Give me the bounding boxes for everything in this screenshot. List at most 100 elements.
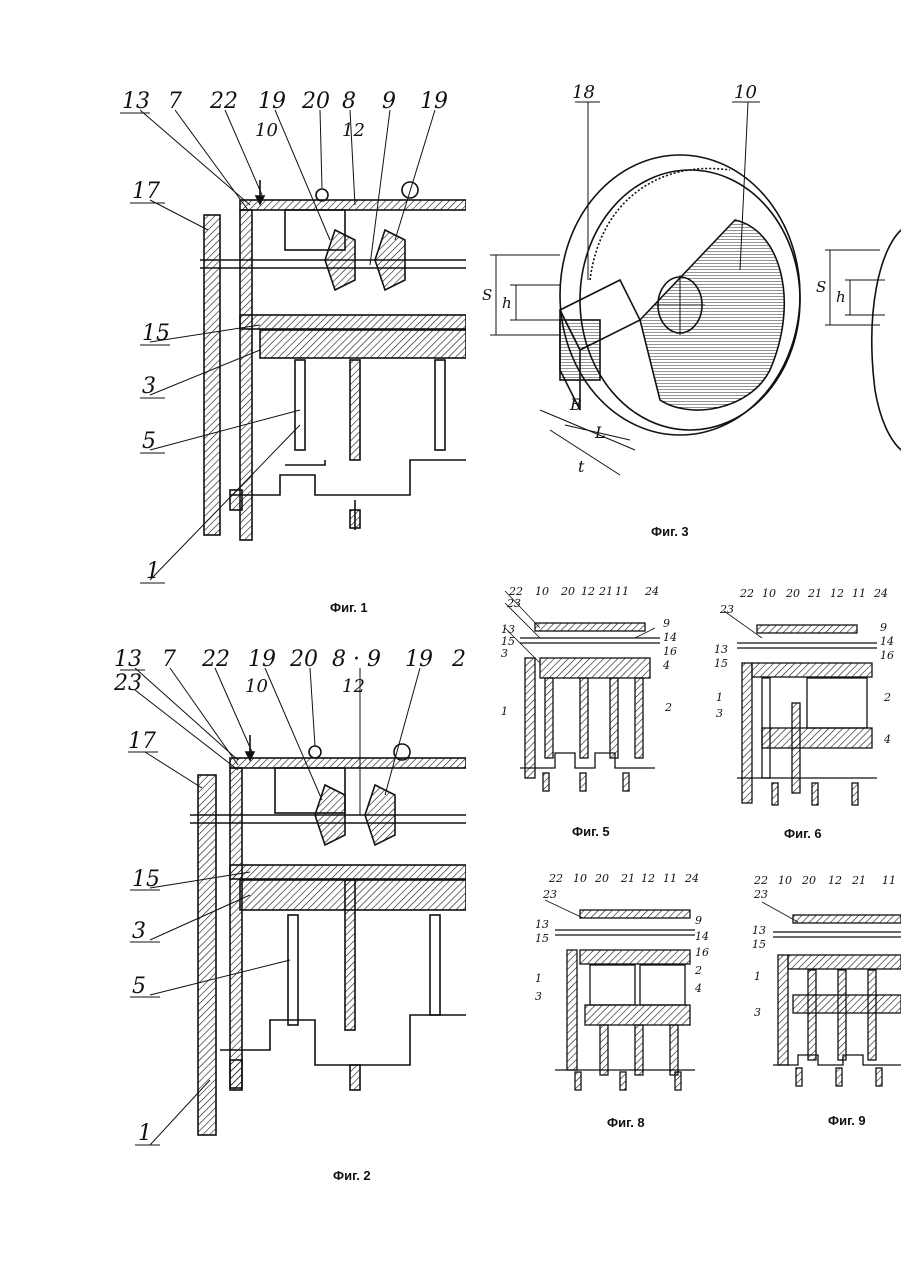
fig1-label-8: 8 <box>342 89 356 114</box>
fig5-label-2: 2 <box>664 701 672 714</box>
fig1-label-13: 13 <box>122 89 150 114</box>
figure-5-drawing: 22 10 20 12 21 11 24 23 13 15 3 1 9 14 1… <box>495 583 695 798</box>
fig9-label-22: 22 <box>753 874 768 887</box>
figure-8-caption: Фиг. 8 <box>607 1115 645 1130</box>
fig6-label-1: 1 <box>716 691 723 704</box>
fig2-label-23: 23 <box>113 671 142 696</box>
fig9-label-1: 1 <box>754 970 761 983</box>
fig1-label-3: 3 <box>142 374 156 399</box>
fig9-label-10: 10 <box>778 874 792 887</box>
fig6-label-15: 15 <box>714 657 728 670</box>
fig2-label-22: 22 <box>201 647 230 672</box>
fig2-label-13: 13 <box>114 647 142 672</box>
fig5-label-24: 24 <box>644 585 659 598</box>
fig9-label-3: 3 <box>754 1006 761 1019</box>
fig6-label-14: 14 <box>880 635 894 648</box>
fig9-label-12: 12 <box>828 874 842 887</box>
fig3-label-10: 10 <box>734 82 757 103</box>
fig9-label-13: 13 <box>752 924 766 937</box>
fig6-label-12: 12 <box>830 587 844 600</box>
fig6-label-10: 10 <box>762 587 776 600</box>
fig3-label-h-right: h <box>836 288 846 306</box>
fig6-label-20: 20 <box>785 587 800 600</box>
fig5-label-10: 10 <box>535 585 549 598</box>
fig6-label-4: 4 <box>883 733 891 746</box>
fig8-label-12: 12 <box>641 872 655 885</box>
fig2-label-3: 3 <box>132 919 146 944</box>
fig1-label-19a: 19 <box>258 89 286 114</box>
fig6-label-3: 3 <box>716 707 723 720</box>
fig8-label-24: 24 <box>684 872 699 885</box>
figure-3-drawing: 18 10 S h S h B L t <box>480 80 901 500</box>
fig8-label-22: 22 <box>548 872 563 885</box>
figure-3-caption: Фиг. 3 <box>651 524 689 539</box>
fig1-label-9: 9 <box>382 89 396 114</box>
fig8-label-21: 21 <box>620 872 635 885</box>
fig3-label-b: B <box>569 395 582 414</box>
figure-9-caption: Фиг. 9 <box>828 1113 866 1128</box>
fig5-label-1: 1 <box>501 705 508 718</box>
fig8-label-4: 4 <box>694 982 702 995</box>
fig8-label-1: 1 <box>535 972 542 985</box>
figure-2: 13 7 22 19 20 8 · 9 19 2 23 10 12 17 15 … <box>110 640 466 1155</box>
fig9-label-15: 15 <box>752 938 766 951</box>
fig2-label-15: 15 <box>132 867 160 892</box>
figure-2-caption: Фиг. 2 <box>333 1168 371 1183</box>
fig1-label-19b: 19 <box>420 89 448 114</box>
fig3-label-h-left: h <box>502 294 512 312</box>
figure-2-drawing: 13 7 22 19 20 8 · 9 19 2 23 10 12 17 15 … <box>110 640 466 1155</box>
fig3-label-l: L <box>594 423 606 442</box>
fig1-label-12: 12 <box>342 120 365 141</box>
fig3-label-t: t <box>578 457 585 476</box>
fig2-label-8-9: 8 · 9 <box>332 647 381 672</box>
fig2-label-20: 20 <box>289 647 318 672</box>
fig2-label-19a: 19 <box>248 647 276 672</box>
figure-1-drawing: 13 7 22 19 20 8 9 19 10 12 17 15 3 5 1 <box>110 80 466 600</box>
fig2-label-17: 17 <box>128 729 156 754</box>
fig6-label-24: 24 <box>873 587 888 600</box>
fig8-label-13: 13 <box>535 918 549 931</box>
fig8-label-10: 10 <box>573 872 587 885</box>
figure-6-caption: Фиг. 6 <box>784 826 822 841</box>
figure-1-caption: Фиг. 1 <box>330 600 368 615</box>
fig8-label-15: 15 <box>535 932 549 945</box>
fig1-label-15: 15 <box>142 321 170 346</box>
fig2-label-19b: 19 <box>405 647 433 672</box>
fig9-label-20: 20 <box>801 874 816 887</box>
figure-9-drawing: 22 10 20 12 21 11 23 13 15 1 3 <box>748 870 901 1090</box>
fig5-label-23: 23 <box>506 597 521 610</box>
figure-8: 22 10 20 21 12 11 24 23 13 15 1 3 9 14 1… <box>525 870 715 1100</box>
fig1-label-5: 5 <box>142 429 156 454</box>
figure-6-drawing: 22 10 20 21 12 11 24 23 13 15 1 3 9 14 1… <box>712 583 901 813</box>
fig9-label-11: 11 <box>882 874 896 887</box>
fig6-label-22: 22 <box>739 587 754 600</box>
fig2-label-1: 1 <box>138 1121 152 1146</box>
fig3-label-18: 18 <box>572 82 595 103</box>
fig3-label-s-right: S <box>816 278 826 296</box>
fig2-label-7: 7 <box>162 647 176 672</box>
figure-6: 22 10 20 21 12 11 24 23 13 15 1 3 9 14 1… <box>712 583 901 813</box>
figure-8-drawing: 22 10 20 21 12 11 24 23 13 15 1 3 9 14 1… <box>525 870 715 1100</box>
fig2-label-2: 2 <box>451 647 466 672</box>
fig8-label-16: 16 <box>695 946 709 959</box>
figure-3: 18 10 S h S h B L t <box>480 80 901 500</box>
fig5-label-4: 4 <box>662 659 670 672</box>
fig9-label-23: 23 <box>753 888 768 901</box>
fig6-label-13: 13 <box>714 643 728 656</box>
fig6-label-16: 16 <box>880 649 894 662</box>
fig8-label-23: 23 <box>542 888 557 901</box>
fig8-label-14: 14 <box>695 930 709 943</box>
fig5-label-16: 16 <box>663 645 677 658</box>
fig1-label-10: 10 <box>255 120 278 141</box>
fig2-label-10: 10 <box>245 676 268 697</box>
fig1-label-7: 7 <box>168 89 182 114</box>
fig2-label-5: 5 <box>132 974 146 999</box>
fig6-label-2: 2 <box>883 691 891 704</box>
fig6-label-23: 23 <box>719 603 734 616</box>
figure-9: 22 10 20 12 21 11 23 13 15 1 3 <box>748 870 901 1090</box>
fig8-label-3: 3 <box>535 990 542 1003</box>
fig5-label-21: 21 <box>598 585 613 598</box>
fig2-label-12: 12 <box>342 676 365 697</box>
fig8-label-9: 9 <box>695 914 702 927</box>
fig8-label-2: 2 <box>694 964 702 977</box>
